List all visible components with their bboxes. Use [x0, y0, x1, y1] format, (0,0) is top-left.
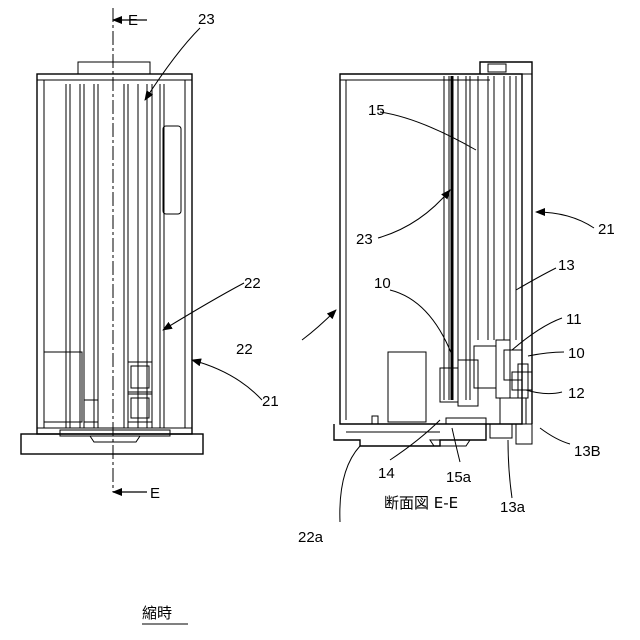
leader-right-10b	[528, 352, 564, 356]
right-base	[334, 424, 486, 446]
label-right-23: 23	[356, 231, 373, 248]
leader-right-11	[512, 318, 562, 350]
leader-right-23	[378, 190, 450, 238]
right-motor-box	[388, 352, 426, 422]
label-section-e-top: E	[128, 12, 138, 29]
leader-right-15	[380, 112, 476, 150]
leader-left-22	[163, 283, 244, 330]
label-right-15a: 15a	[446, 469, 472, 486]
leader-left-21	[192, 360, 262, 400]
label-right-11: 11	[566, 311, 582, 328]
label-left-21: 21	[262, 393, 279, 410]
left-base	[21, 434, 203, 454]
section-caption: 断面図 E-E	[384, 494, 458, 512]
leader-right-13a	[508, 440, 512, 498]
leader-right-15a	[452, 428, 460, 462]
labels: E E 23 22 21 15 23 21 13 10 11 10 12 22 …	[128, 11, 615, 624]
left-housing	[37, 74, 192, 434]
state-caption: 縮時	[142, 604, 172, 622]
label-right-15: 15	[368, 102, 385, 119]
left-motor-box	[44, 352, 82, 422]
label-left-22: 22	[244, 275, 261, 292]
leader-right-13b	[540, 428, 570, 444]
right-view	[334, 62, 532, 446]
label-right-12: 12	[568, 385, 585, 402]
label-right-21: 21	[598, 221, 615, 238]
label-right-13: 13	[558, 257, 575, 274]
label-left-23: 23	[198, 11, 215, 28]
leader-right-10a	[390, 290, 452, 355]
label-right-10a: 10	[374, 275, 391, 292]
right-housing	[340, 74, 522, 424]
label-right-22: 22	[236, 341, 253, 358]
leader-right-22a	[340, 446, 360, 522]
left-view	[21, 8, 203, 492]
left-top-cap	[78, 62, 150, 74]
leader-right-22	[302, 310, 336, 340]
label-right-14: 14	[378, 465, 395, 482]
label-right-13b: 13B	[574, 443, 601, 460]
label-right-22a: 22a	[298, 529, 324, 546]
left-section-arrows	[113, 20, 147, 492]
leader-right-21	[536, 212, 594, 228]
label-right-13a: 13a	[500, 499, 526, 516]
label-section-e-bottom: E	[150, 485, 160, 502]
label-right-10b: 10	[568, 345, 585, 362]
